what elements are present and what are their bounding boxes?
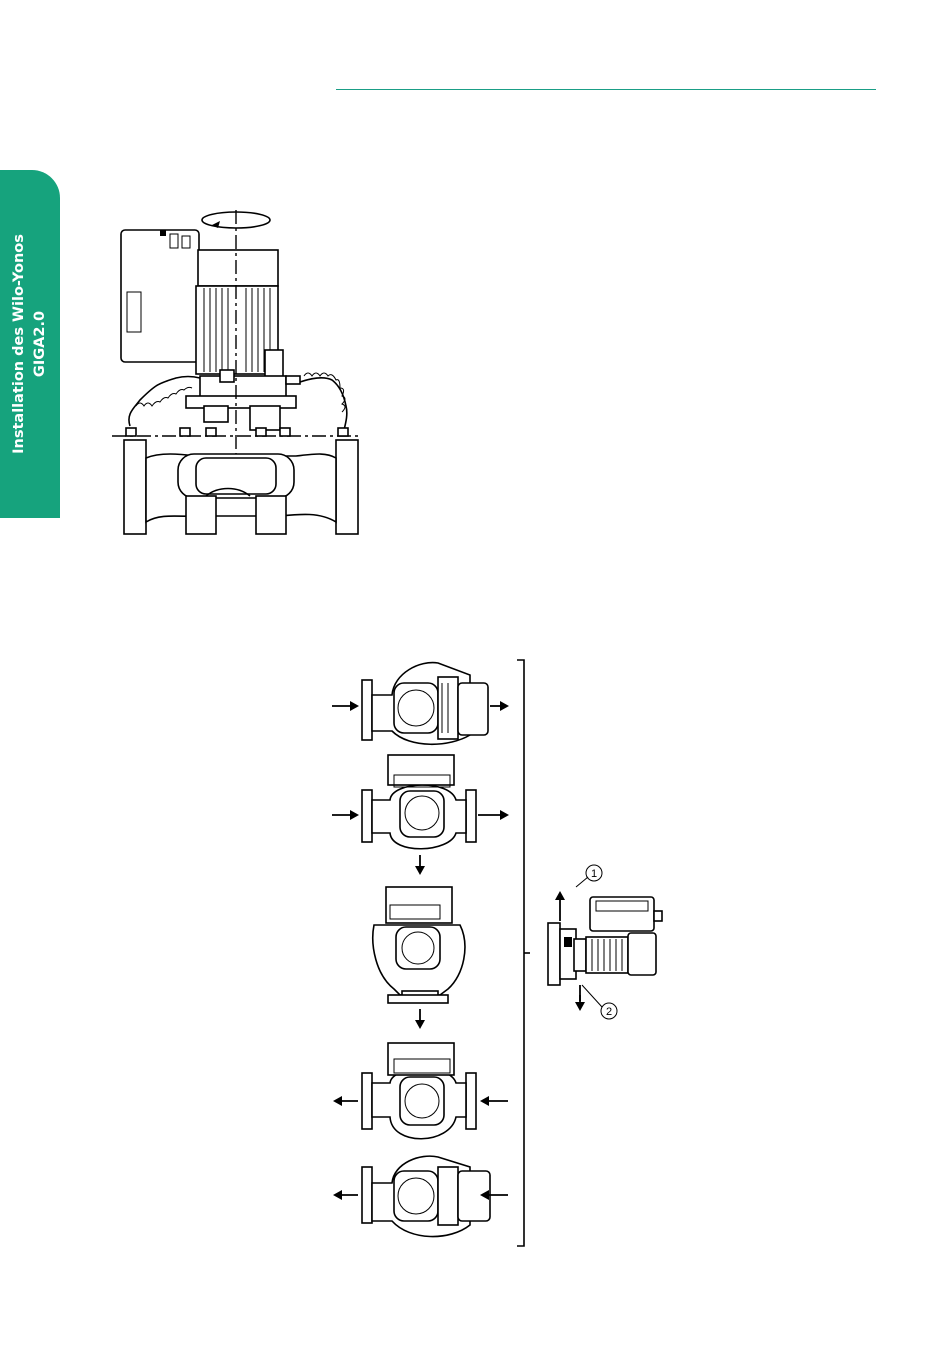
pump-flange-right [336, 440, 358, 534]
pump-installation-figure [100, 200, 370, 545]
pump-flange-left [124, 440, 146, 534]
installation-positions-figure: 1 2 [330, 655, 670, 1255]
side-tab-line-2: GIGA2.0 [30, 234, 51, 454]
motor-side-detail [548, 877, 662, 1011]
position-3-vertical [373, 887, 465, 1003]
callout-2-label: 2 [606, 1006, 612, 1018]
position-4-horizontal [333, 1043, 508, 1139]
electronic-module [121, 230, 199, 362]
header-rule [336, 89, 876, 90]
callout-1: 1 [586, 865, 602, 881]
position-2-horizontal [332, 755, 509, 849]
position-1-horizontal [332, 663, 509, 745]
callout-1-label: 1 [591, 868, 597, 880]
section-side-tab-label: Installation des Wilo-Yonos GIGA2.0 [9, 234, 51, 454]
position-5-horizontal [333, 1156, 508, 1236]
motor-housing [198, 250, 278, 286]
callout-2: 2 [601, 1003, 617, 1019]
side-tab-line-1: Installation des Wilo-Yonos [9, 234, 30, 454]
